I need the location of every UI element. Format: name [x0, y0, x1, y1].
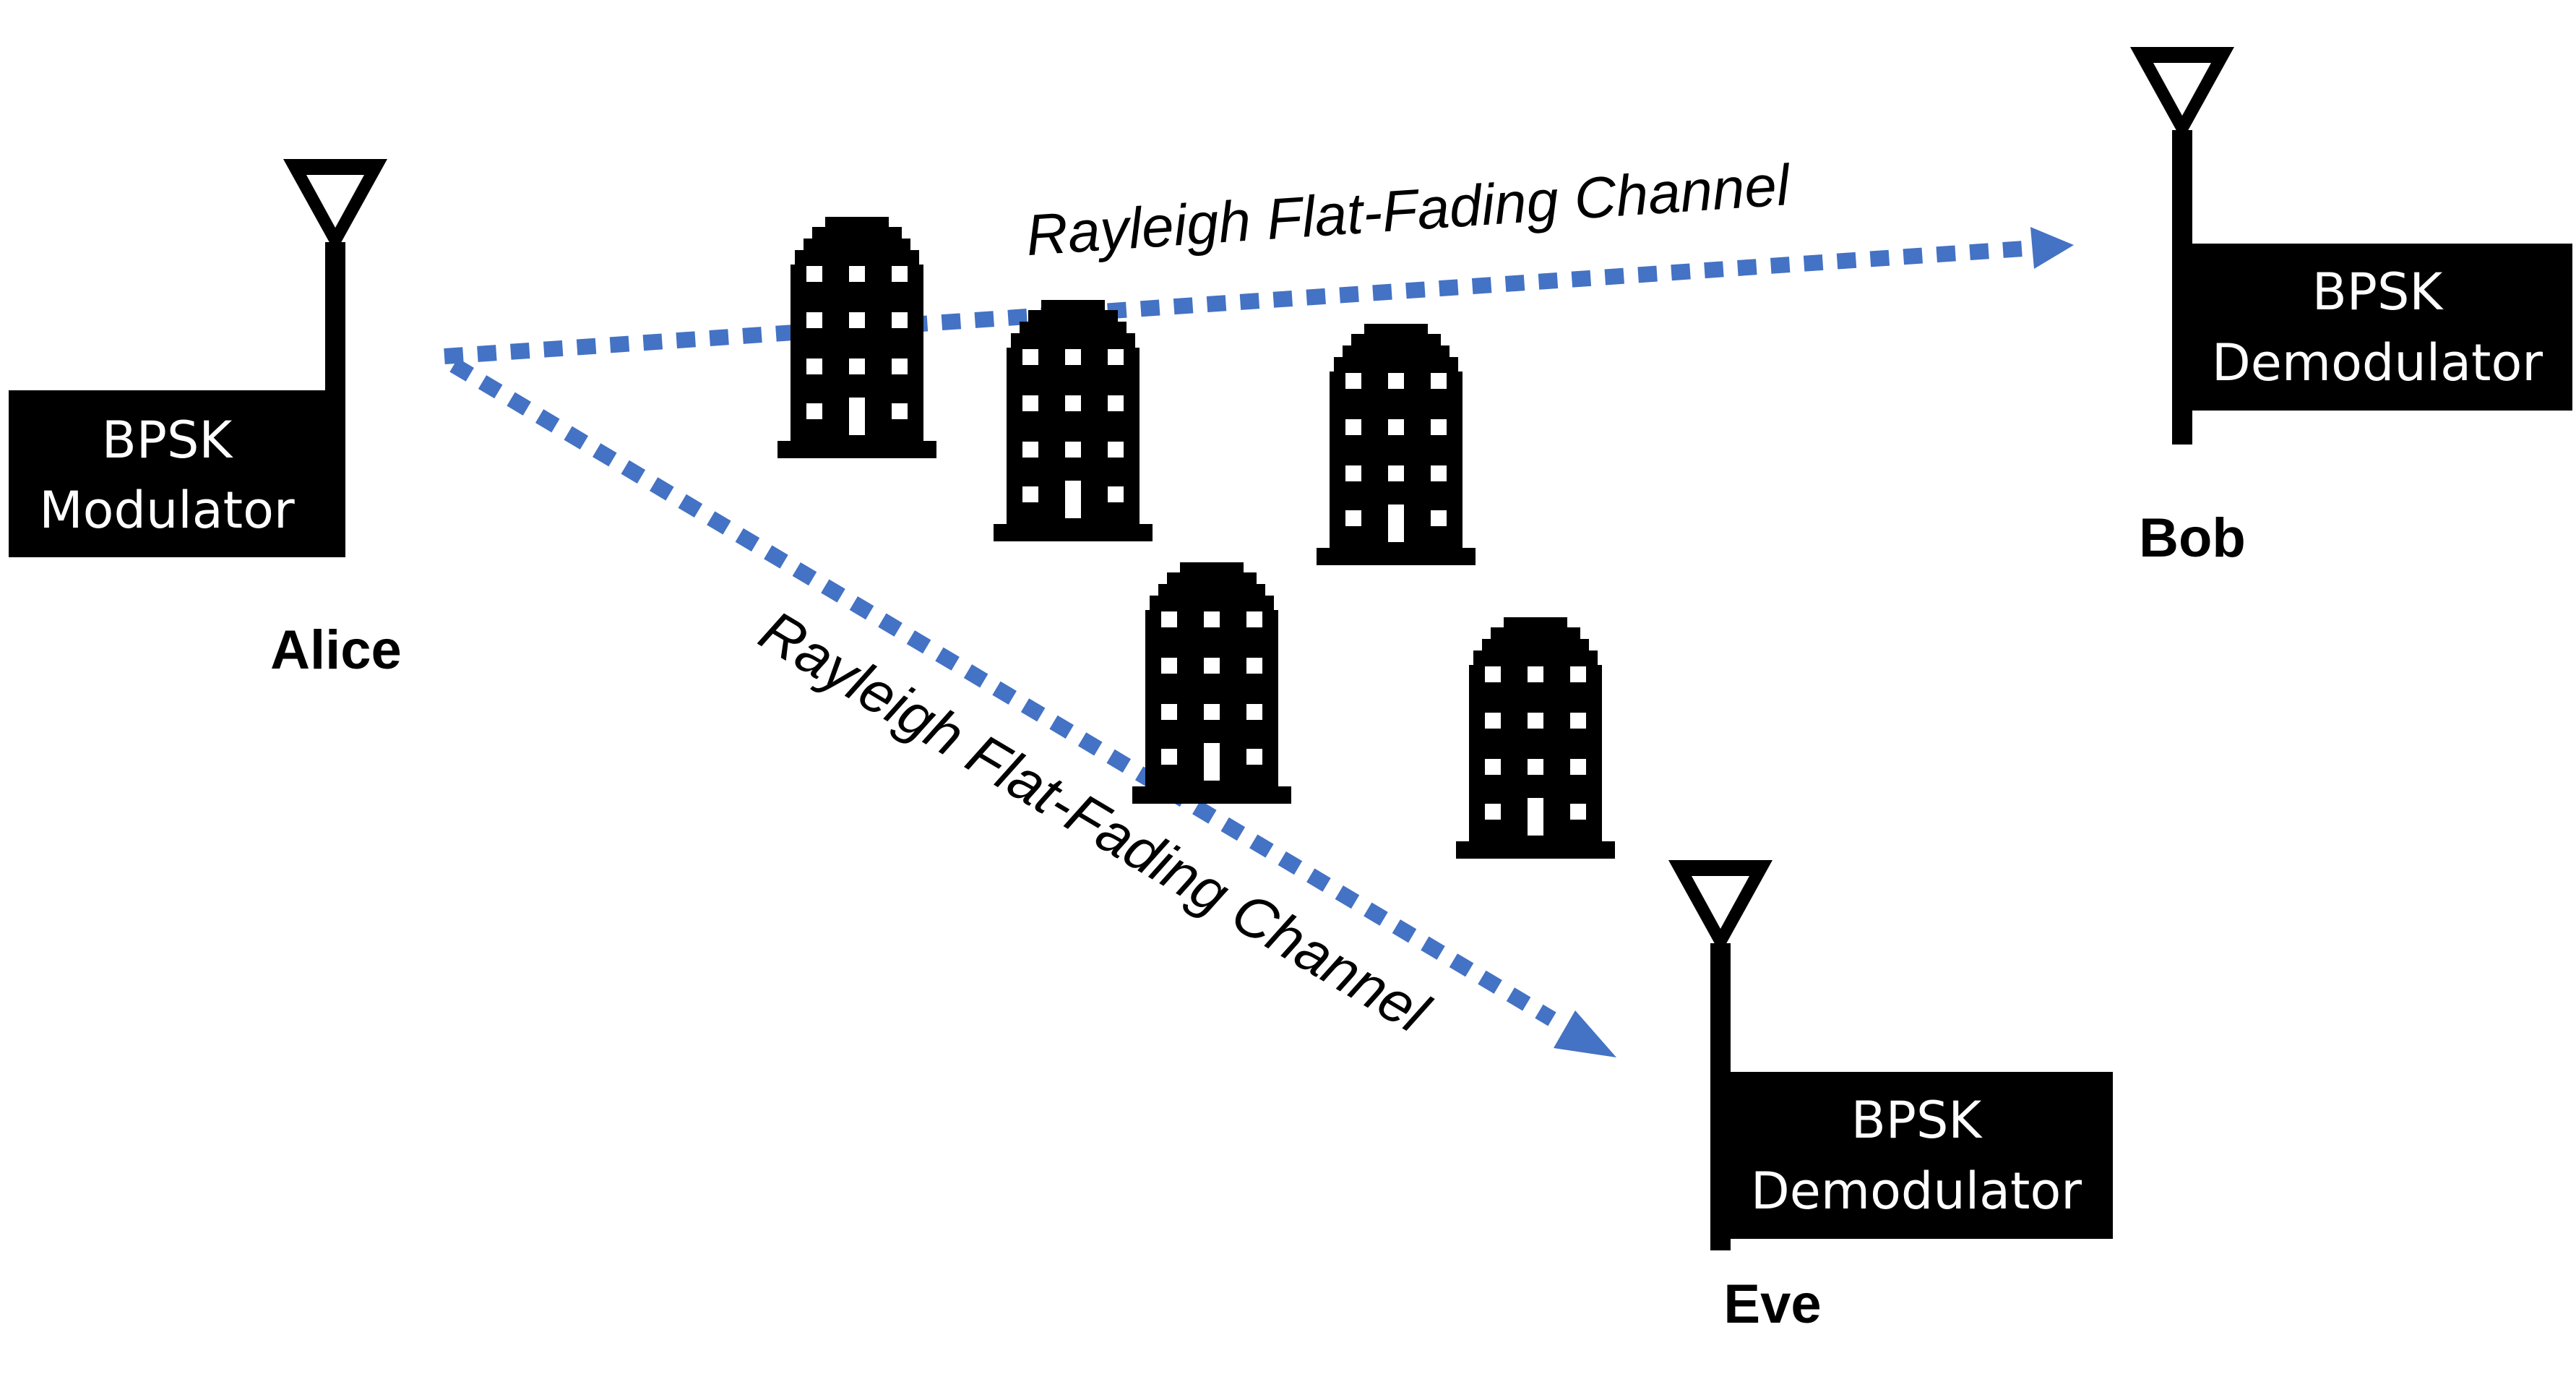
arrowhead-icon: [2030, 227, 2074, 269]
demodulator-line2: Demodulator: [2212, 333, 2543, 392]
demodulator-line2: Demodulator: [1751, 1162, 2082, 1221]
eve-receiver: BPSK Demodulator Eve: [1668, 860, 2113, 1335]
demodulator-box: [1720, 1072, 2113, 1239]
modulator-line1: BPSK: [102, 411, 234, 470]
arrowhead-icon: [1554, 1010, 1616, 1057]
alice-label: Alice: [270, 619, 402, 681]
modulator-line2: Modulator: [39, 481, 295, 540]
building-icon: [1132, 562, 1291, 804]
building-icon: [1317, 324, 1476, 565]
antenna-icon: [283, 159, 387, 557]
channel-label-to-bob: Rayleigh Flat-Fading Channel: [1024, 153, 1793, 267]
demodulator-line1: BPSK: [1851, 1091, 1983, 1150]
building-icon: [1456, 617, 1615, 859]
building-icon: [994, 300, 1153, 541]
modulator-box: [9, 390, 325, 557]
bob-label: Bob: [2139, 507, 2246, 569]
alice-transmitter: BPSK Modulator Alice: [9, 159, 402, 681]
channel-arrow-to-bob: [444, 227, 2074, 364]
channel-label-to-eve: Rayleigh Flat-Fading Channel: [749, 598, 1441, 1046]
demodulator-box: [2182, 244, 2572, 411]
demodulator-line1: BPSK: [2312, 262, 2444, 322]
channel-arrow-to-eve: [449, 358, 1616, 1057]
eve-label: Eve: [1723, 1274, 1821, 1335]
building-icon: [777, 217, 936, 458]
bob-receiver: BPSK Demodulator Bob: [2130, 47, 2572, 569]
